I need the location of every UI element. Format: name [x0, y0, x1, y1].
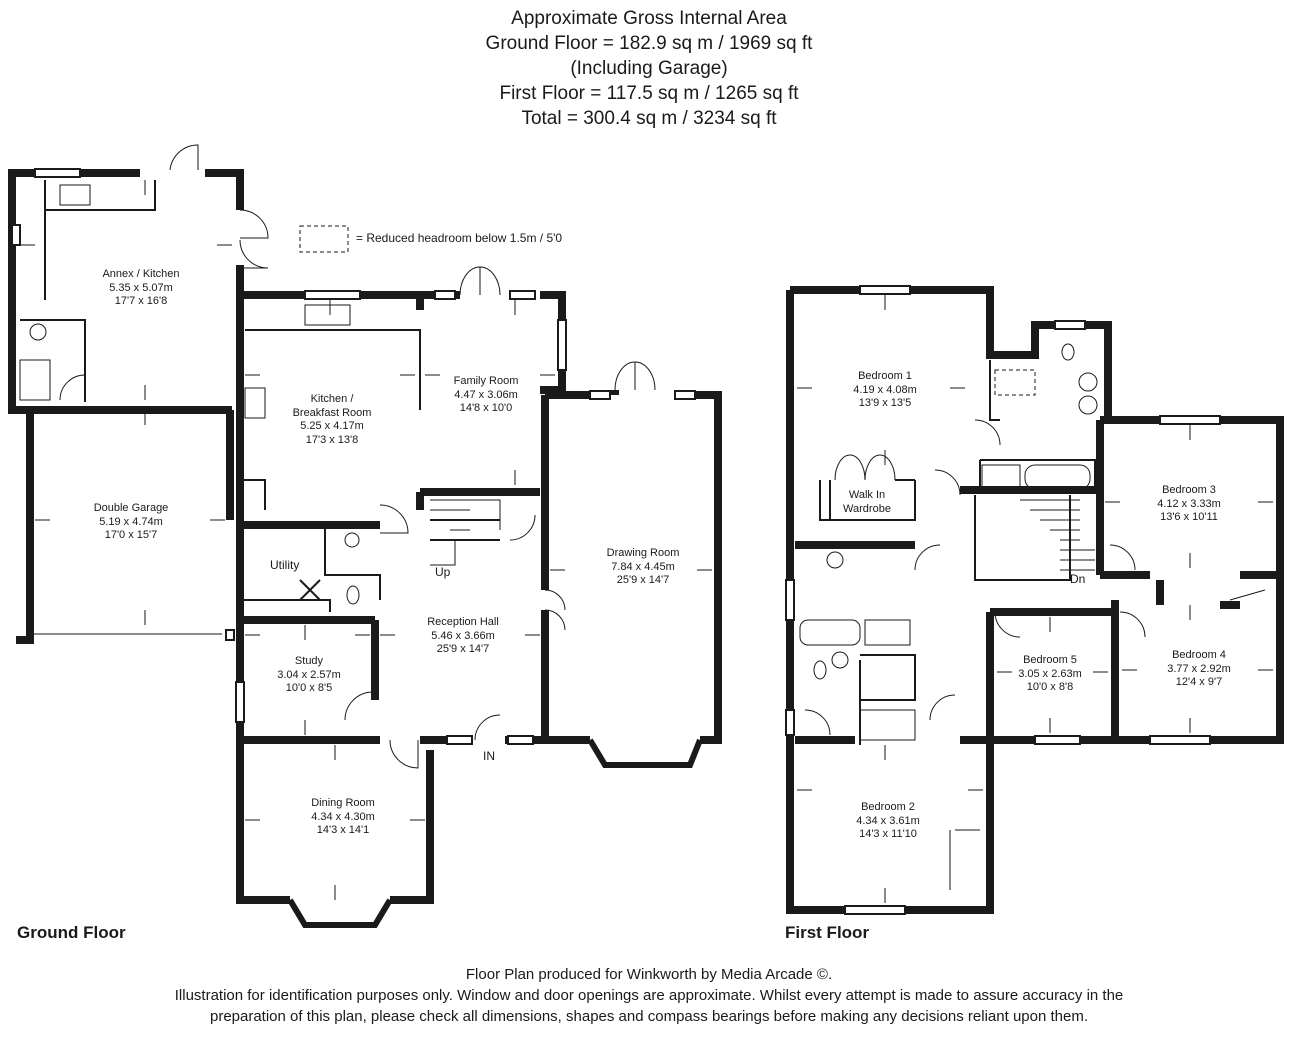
room-name: Annex / Kitchen	[102, 268, 180, 280]
ground-floor-walls	[8, 169, 722, 904]
disclaimer: Floor Plan produced for Winkworth by Med…	[0, 964, 1298, 1027]
room-imperial: 13'6 x 10'11	[1160, 511, 1218, 523]
room-imperial: 25'9 x 14'7	[616, 574, 670, 586]
room-imperial: 17'0 x 15'7	[104, 529, 158, 541]
room-imperial: 14'3 x 11'10	[859, 828, 917, 840]
utility-label: Utility	[270, 558, 300, 572]
room-name: Reception Hall	[427, 616, 499, 628]
first-floor-stairs	[1020, 499, 1095, 571]
ground-floor-area: Ground Floor = 182.9 sq m / 1969 sq ft	[485, 33, 813, 54]
room-metric: 3.05 x 2.63m	[1018, 667, 1082, 680]
room-name-2: Breakfast Room	[292, 406, 372, 419]
room-name: Walk In	[848, 489, 886, 501]
room-imperial: 25'9 x 14'7	[436, 643, 490, 655]
total-area: Total = 300.4 sq m / 3234 sq ft	[521, 108, 777, 129]
first-floor-area: First Floor = 117.5 sq m / 1265 sq ft	[499, 83, 799, 104]
first-floor-label: First Floor	[785, 923, 870, 942]
room-imperial: 17'3 x 13'8	[305, 433, 359, 446]
ground-floor-label: Ground Floor	[17, 923, 126, 942]
disclaimer-line-1: Illustration for identification purposes…	[174, 987, 1124, 1004]
entrance-label: IN	[483, 749, 495, 763]
room-imperial: 13'9 x 13'5	[858, 397, 912, 409]
dining-bay-window	[287, 898, 393, 928]
room-imperial: 12'4 x 9'7	[1175, 676, 1223, 688]
room-name: Bedroom 2	[861, 801, 915, 813]
room-metric: 4.12 x 3.33m	[1157, 497, 1221, 510]
room-metric: 5.19 x 4.74m	[99, 515, 163, 528]
room-metric: 3.04 x 2.57m	[277, 668, 341, 681]
room-drawing: Drawing Room 7.84 x 4.45m 25'9 x 14'7	[607, 547, 680, 588]
ground-floor-windows	[11, 168, 696, 745]
room-bedroom-3: Bedroom 3 4.12 x 3.33m 13'6 x 10'11	[1157, 484, 1221, 525]
room-name: Study	[294, 655, 324, 667]
ground-dimension-ticks	[20, 180, 712, 900]
disclaimer-line-2: preparation of this plan, please check a…	[209, 1008, 1088, 1025]
ground-floor-thin-walls	[20, 180, 500, 612]
producer-credit: Floor Plan produced for Winkworth by Med…	[465, 966, 833, 983]
room-study: Study 3.04 x 2.57m 10'0 x 8'5	[277, 655, 341, 696]
room-reception-hall: Reception Hall 5.46 x 3.66m 25'9 x 14'7	[427, 616, 499, 657]
room-bedroom-4: Bedroom 4 3.77 x 2.92m 12'4 x 9'7	[1167, 649, 1231, 690]
stairs-up-label: Up	[435, 565, 451, 579]
room-metric: 4.34 x 3.61m	[856, 814, 920, 827]
room-name: Bedroom 1	[858, 370, 912, 382]
room-imperial: 17'7 x 16'8	[114, 295, 168, 307]
room-double-garage: Double Garage 5.19 x 4.74m 17'0 x 15'7	[94, 502, 169, 543]
room-metric: 5.46 x 3.66m	[431, 629, 495, 642]
room-imperial: 10'0 x 8'8	[1026, 681, 1074, 693]
room-name: Bedroom 5	[1023, 654, 1077, 666]
room-annex-kitchen: Annex / Kitchen 5.35 x 5.07m 17'7 x 16'8	[102, 268, 179, 309]
area-summary: Approximate Gross Internal Area Ground F…	[0, 6, 1298, 131]
room-bedroom-5: Bedroom 5 3.05 x 2.63m 10'0 x 8'8	[1018, 654, 1082, 695]
first-floor-fixtures	[799, 343, 1098, 741]
room-metric: 4.19 x 4.08m	[853, 383, 917, 396]
room-name: Double Garage	[93, 502, 169, 514]
room-metric: 4.47 x 3.06m	[454, 388, 518, 401]
room-walk-in-wardrobe: Walk In Wardrobe	[843, 489, 891, 516]
reduced-headroom-legend: = Reduced headroom below 1.5m / 5'0	[356, 231, 563, 245]
room-bedroom-1: Bedroom 1 4.19 x 4.08m 13'9 x 13'5	[853, 370, 917, 411]
first-floor-doors	[804, 419, 1266, 890]
ground-floor-doors	[59, 144, 656, 769]
ground-fixtures	[19, 184, 360, 605]
room-imperial: 14'8 x 10'0	[459, 402, 513, 414]
room-metric: 7.84 x 4.45m	[611, 560, 675, 573]
room-imperial: 10'0 x 8'5	[285, 682, 333, 694]
room-imperial: 14'3 x 14'1	[316, 824, 370, 836]
room-name: Drawing Room	[606, 547, 680, 559]
room-family: Family Room 4.47 x 3.06m 14'8 x 10'0	[454, 375, 519, 416]
first-floor-windows	[785, 285, 1221, 915]
first-floor-dimension-ticks	[797, 295, 1273, 903]
reduced-headroom-legend-box	[299, 225, 349, 253]
drawing-bay-window	[587, 738, 703, 768]
room-dining: Dining Room 4.34 x 4.30m 14'3 x 14'1	[311, 797, 375, 838]
room-metric: 5.25 x 4.17m	[300, 420, 364, 432]
room-bedroom-2: Bedroom 2 4.34 x 3.61m 14'3 x 11'10	[856, 801, 920, 842]
garage-note: (Including Garage)	[570, 58, 728, 79]
room-metric: 4.34 x 4.30m	[311, 810, 375, 823]
room-name: Dining Room	[311, 797, 375, 809]
room-kitchen-breakfast: Kitchen / Breakfast Room 5.25 x 4.17m 17…	[293, 393, 372, 447]
ground-stairs	[430, 499, 501, 566]
room-name: Family Room	[453, 375, 519, 387]
room-name: Bedroom 3	[1162, 484, 1216, 496]
stairs-down-label: Dn	[1070, 572, 1086, 586]
room-name: Kitchen /	[310, 393, 354, 405]
room-metric: 3.77 x 2.92m	[1167, 662, 1231, 675]
room-metric: 5.35 x 5.07m	[109, 281, 173, 294]
area-title: Approximate Gross Internal Area	[511, 8, 787, 29]
room-name: Bedroom 4	[1172, 649, 1226, 661]
room-name-2: Wardrobe	[843, 502, 891, 515]
